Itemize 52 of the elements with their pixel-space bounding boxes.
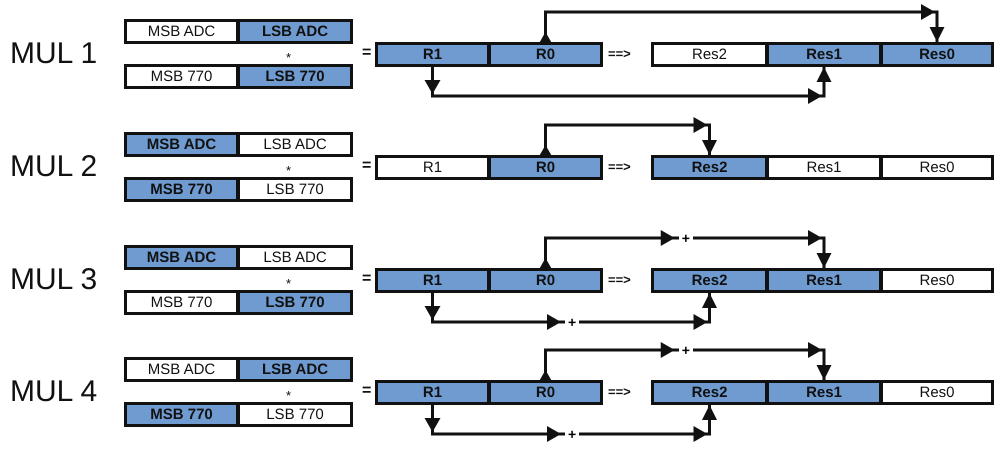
operand-cell: MSB ADC [124,357,239,382]
operand-cell: MSB 770 [124,177,239,202]
result-cell: Res0 [880,268,994,293]
operand-cell: MSB ADC [124,19,239,44]
row-title: MUL 3 [10,265,98,295]
multiply-sign: * [286,164,292,177]
multiply-sign: * [286,389,292,402]
result-arrow-text: ==> [608,273,631,286]
equals-sign: = [362,158,372,174]
register-cell: R1 [375,155,490,180]
result-cell: Res1 [766,380,882,405]
register-cell: R1 [375,380,490,405]
register-cell: R0 [488,155,603,180]
multiply-sign: * [286,51,292,64]
operand-cell: LSB ADC [237,132,353,157]
row-title: MUL 2 [10,152,98,182]
result-arrow-text: ==> [608,385,631,398]
operand-cell: LSB 770 [237,64,353,89]
operand-cell: MSB 770 [124,64,239,89]
multiply-sign: * [286,277,292,290]
operand-cell: MSB ADC [124,245,239,270]
register-cell: R0 [488,380,603,405]
operand-cell: MSB 770 [124,402,239,427]
result-cell: Res1 [766,42,882,67]
equals-sign: = [362,383,372,399]
register-cell: R1 [375,268,490,293]
result-cell: Res1 [766,155,882,180]
result-cell: Res1 [766,268,882,293]
result-cell: Res0 [880,42,994,67]
operand-cell: LSB 770 [237,177,353,202]
operand-cell: LSB 770 [237,402,353,427]
operand-cell: MSB 770 [124,290,239,315]
result-arrow-text: ==> [608,160,631,173]
row-title: MUL 4 [10,377,98,407]
result-cell: Res0 [880,155,994,180]
register-cell: R1 [375,42,490,67]
result-cell: Res2 [651,42,768,67]
equals-sign: = [362,271,372,287]
operand-cell: LSB ADC [237,357,353,382]
operand-cell: LSB 770 [237,290,353,315]
result-cell: Res2 [651,268,768,293]
result-cell: Res2 [651,380,768,405]
operand-cell: MSB ADC [124,132,239,157]
row-title: MUL 1 [10,39,98,69]
register-cell: R0 [488,268,603,293]
result-cell: Res2 [651,155,768,180]
result-cell: Res0 [880,380,994,405]
operand-cell: LSB ADC [237,245,353,270]
operand-cell: LSB ADC [237,19,353,44]
result-arrow-text: ==> [608,47,631,60]
equals-sign: = [362,45,372,61]
register-cell: R0 [488,42,603,67]
